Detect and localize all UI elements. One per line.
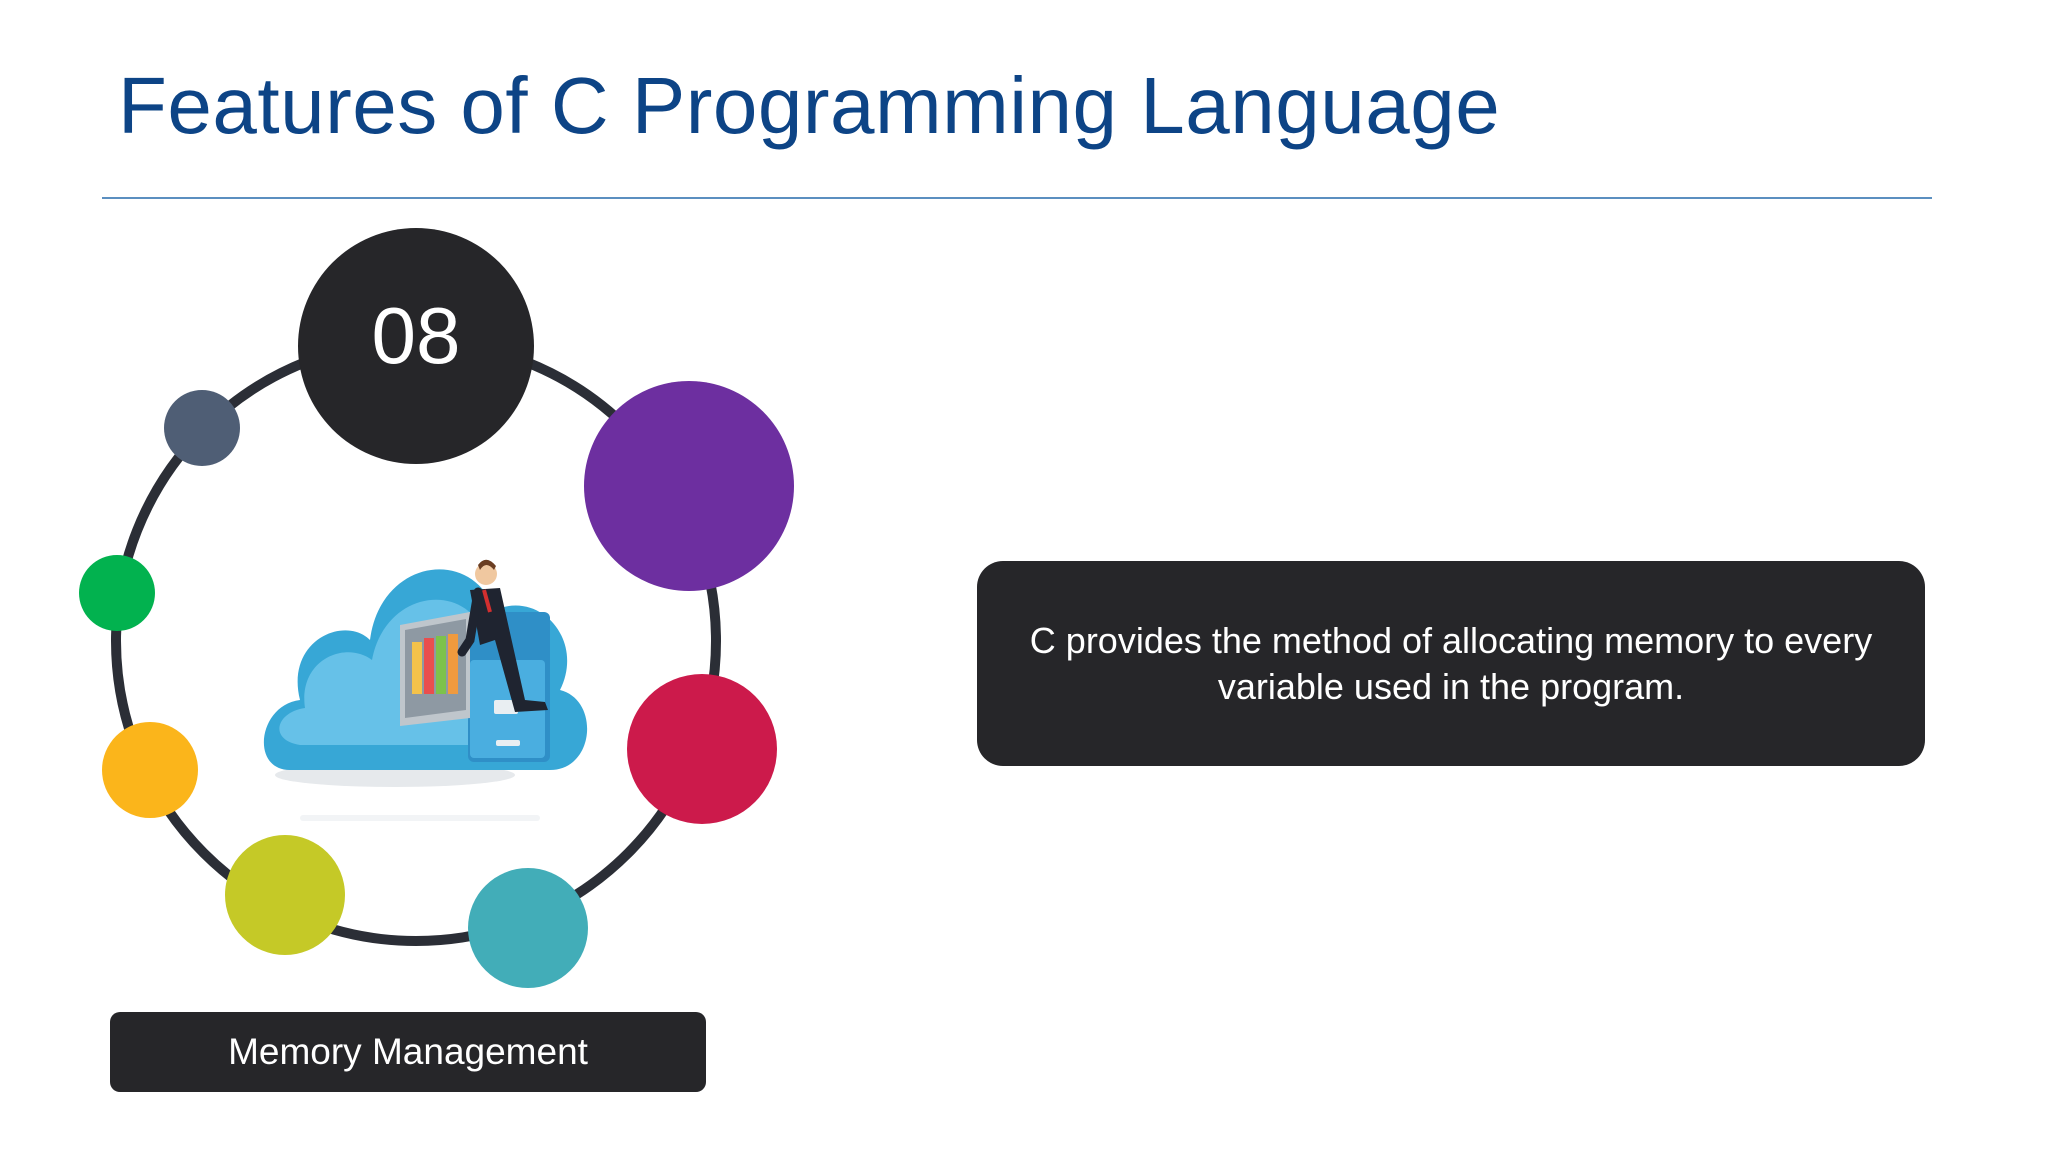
feature-name-label: Memory Management	[110, 1012, 706, 1092]
description-box: C provides the method of allocating memo…	[977, 561, 1925, 766]
slide-title: Features of C Programming Language	[118, 61, 1501, 150]
green-circle	[79, 555, 155, 631]
cloud-file-cabinet-illustration	[263, 559, 588, 821]
slate-circle	[164, 390, 240, 466]
orange-circle	[102, 722, 198, 818]
crimson-circle	[627, 674, 777, 824]
number-circle	[298, 228, 534, 464]
purple-circle	[584, 381, 794, 591]
lime-circle	[225, 835, 345, 955]
teal-circle	[468, 868, 588, 988]
feature-number: 08	[371, 291, 461, 380]
description-text: C provides the method of allocating memo…	[1029, 619, 1873, 707]
title-divider	[102, 197, 1932, 199]
